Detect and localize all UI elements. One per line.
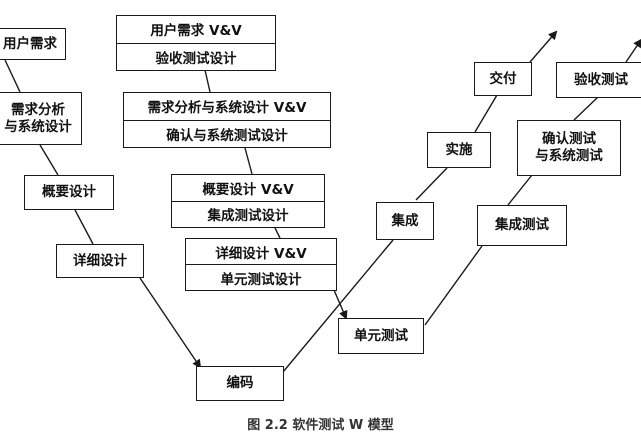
line-userreq-to-reqanalysis bbox=[4, 59, 21, 93]
box-requirements-analysis-vv: 需求分析与系统设计 V&V 确认与系统测试设计 bbox=[123, 92, 331, 148]
line-outline-to-detail bbox=[74, 209, 94, 245]
box-detailed-design-vv: 详细设计 V&V 单元测试设计 bbox=[185, 238, 337, 291]
test-design-label: 确认与系统测试设计 bbox=[124, 119, 330, 148]
vv-label: 用户需求 V&V bbox=[150, 23, 242, 40]
box-coding: 编码 bbox=[196, 366, 284, 401]
box-outline-design-vv: 概要设计 V&V 集成测试设计 bbox=[171, 174, 325, 228]
line-unittest-to-integrationtest bbox=[424, 245, 483, 326]
box-acceptance-test: 验收测试 bbox=[556, 62, 641, 98]
box-implementation: 实施 bbox=[427, 132, 491, 168]
line-integration-to-implementation bbox=[415, 167, 448, 201]
line-coding-to-integration bbox=[277, 239, 394, 379]
box-user-requirements-vv: 用户需求 V&V 验收测试设计 bbox=[116, 15, 276, 71]
box-outline-design: 概要设计 bbox=[24, 175, 114, 210]
box-detailed-design: 详细设计 bbox=[56, 244, 144, 278]
box-integration-test: 集成测试 bbox=[477, 205, 567, 246]
arrow-acceptance-out bbox=[625, 38, 641, 63]
line-vv2-to-vv3 bbox=[244, 147, 253, 175]
line-vv3-to-vv4 bbox=[274, 227, 281, 239]
vv-label: 需求分析与系统设计 V&V bbox=[147, 100, 307, 117]
line-implementation-to-delivery bbox=[474, 94, 498, 133]
box-confirmation-system-test: 确认测试 与系统测试 bbox=[517, 120, 621, 176]
box-delivery: 交付 bbox=[474, 62, 532, 96]
vv-label: 概要设计 V&V bbox=[202, 181, 294, 198]
line-vv1-to-vv2 bbox=[204, 69, 211, 93]
arrow-vv4-to-unittest bbox=[333, 289, 348, 320]
test-design-label: 集成测试设计 bbox=[172, 200, 324, 228]
arrow-delivery-out bbox=[529, 30, 558, 63]
box-unit-test: 单元测试 bbox=[338, 318, 424, 354]
arrow-detail-to-coding bbox=[139, 277, 202, 369]
test-design-label: 单元测试设计 bbox=[186, 264, 336, 290]
figure-caption: 图 2.2 软件测试 W 模型 bbox=[247, 418, 394, 433]
box-user-requirements: 用户需求 bbox=[0, 28, 66, 60]
test-design-label: 验收测试设计 bbox=[117, 42, 275, 71]
box-integration: 集成 bbox=[376, 202, 434, 240]
vv-label: 详细设计 V&V bbox=[215, 245, 307, 262]
box-requirements-analysis: 需求分析 与系统设计 bbox=[0, 92, 82, 145]
line-reqanalysis-to-outline bbox=[39, 144, 59, 176]
line-confirmtest-to-acceptance bbox=[573, 96, 599, 121]
